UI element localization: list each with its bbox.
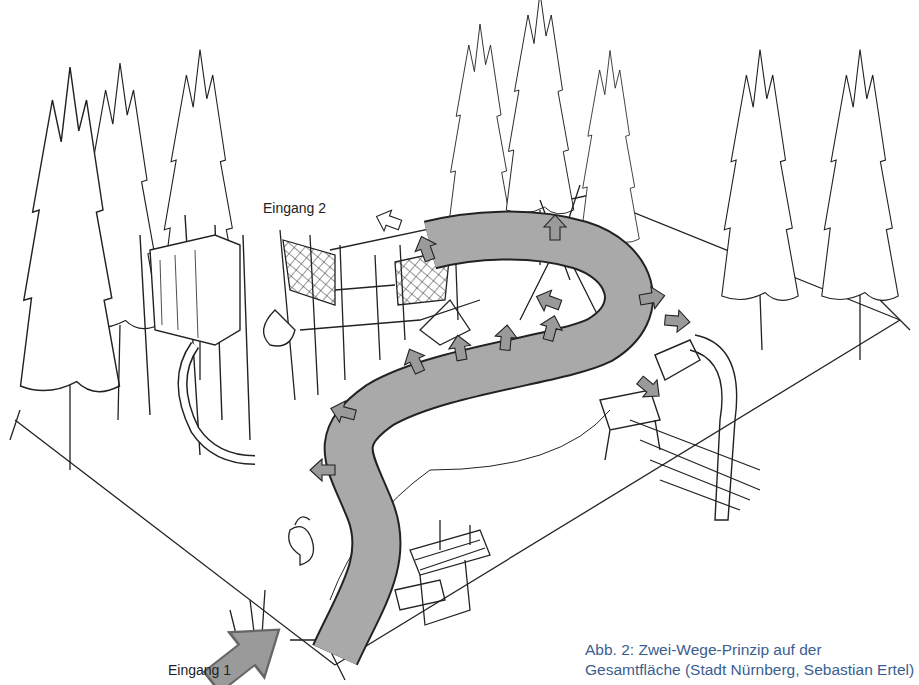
tree-outline	[506, 0, 574, 214]
ground-plane	[880, 300, 910, 330]
ground-plane	[630, 420, 760, 510]
play-structure	[410, 530, 490, 575]
direction-arrow	[328, 398, 358, 426]
direction-arrow	[411, 233, 440, 264]
tree-outline	[822, 49, 899, 300]
figure-caption: Abb. 2: Zwei-Wege-Prinzip auf der Gesamt…	[585, 640, 915, 680]
direction-arrow	[373, 206, 404, 235]
tree-outline	[449, 24, 512, 231]
play-structure	[395, 580, 445, 610]
entrance-label: Eingang 1	[168, 662, 231, 678]
climbing-tower	[183, 345, 256, 460]
winding-path	[335, 236, 629, 655]
direction-arrow	[664, 309, 691, 333]
play-structure	[420, 560, 470, 625]
slide	[600, 390, 660, 460]
winding-path	[335, 236, 629, 655]
climbing-tower	[183, 345, 256, 460]
ground-plane	[10, 410, 20, 440]
tree-outline	[722, 49, 799, 300]
tree-outline	[581, 50, 640, 242]
direction-arrow	[310, 459, 335, 481]
direction-arrow	[447, 333, 473, 361]
direction-arrow	[533, 286, 564, 315]
tree-outline	[20, 0, 898, 392]
ground-plane	[15, 420, 335, 665]
direction-arrow	[633, 372, 666, 405]
slide	[600, 335, 737, 520]
slide	[655, 340, 700, 380]
climbing-net	[300, 285, 480, 330]
climbing-tower	[150, 235, 240, 345]
direction-arrow	[399, 345, 430, 377]
climbing-tower	[160, 250, 198, 338]
direction-arrow	[638, 285, 666, 311]
direction-arrow	[310, 206, 691, 481]
winding-path	[335, 236, 629, 655]
climbing-tower	[140, 215, 255, 460]
direction-arrow	[544, 215, 566, 240]
slide	[690, 335, 737, 520]
play-structure	[295, 517, 310, 525]
play-structure	[289, 527, 314, 565]
direction-arrow	[494, 324, 518, 351]
play-structure	[440, 520, 470, 550]
direction-arrow	[537, 313, 565, 343]
climbing-net	[264, 310, 295, 346]
entrance-label: Eingang 2	[263, 200, 326, 216]
ground-plane	[335, 320, 900, 665]
climbing-net	[283, 240, 335, 305]
tree-outline	[20, 67, 119, 392]
